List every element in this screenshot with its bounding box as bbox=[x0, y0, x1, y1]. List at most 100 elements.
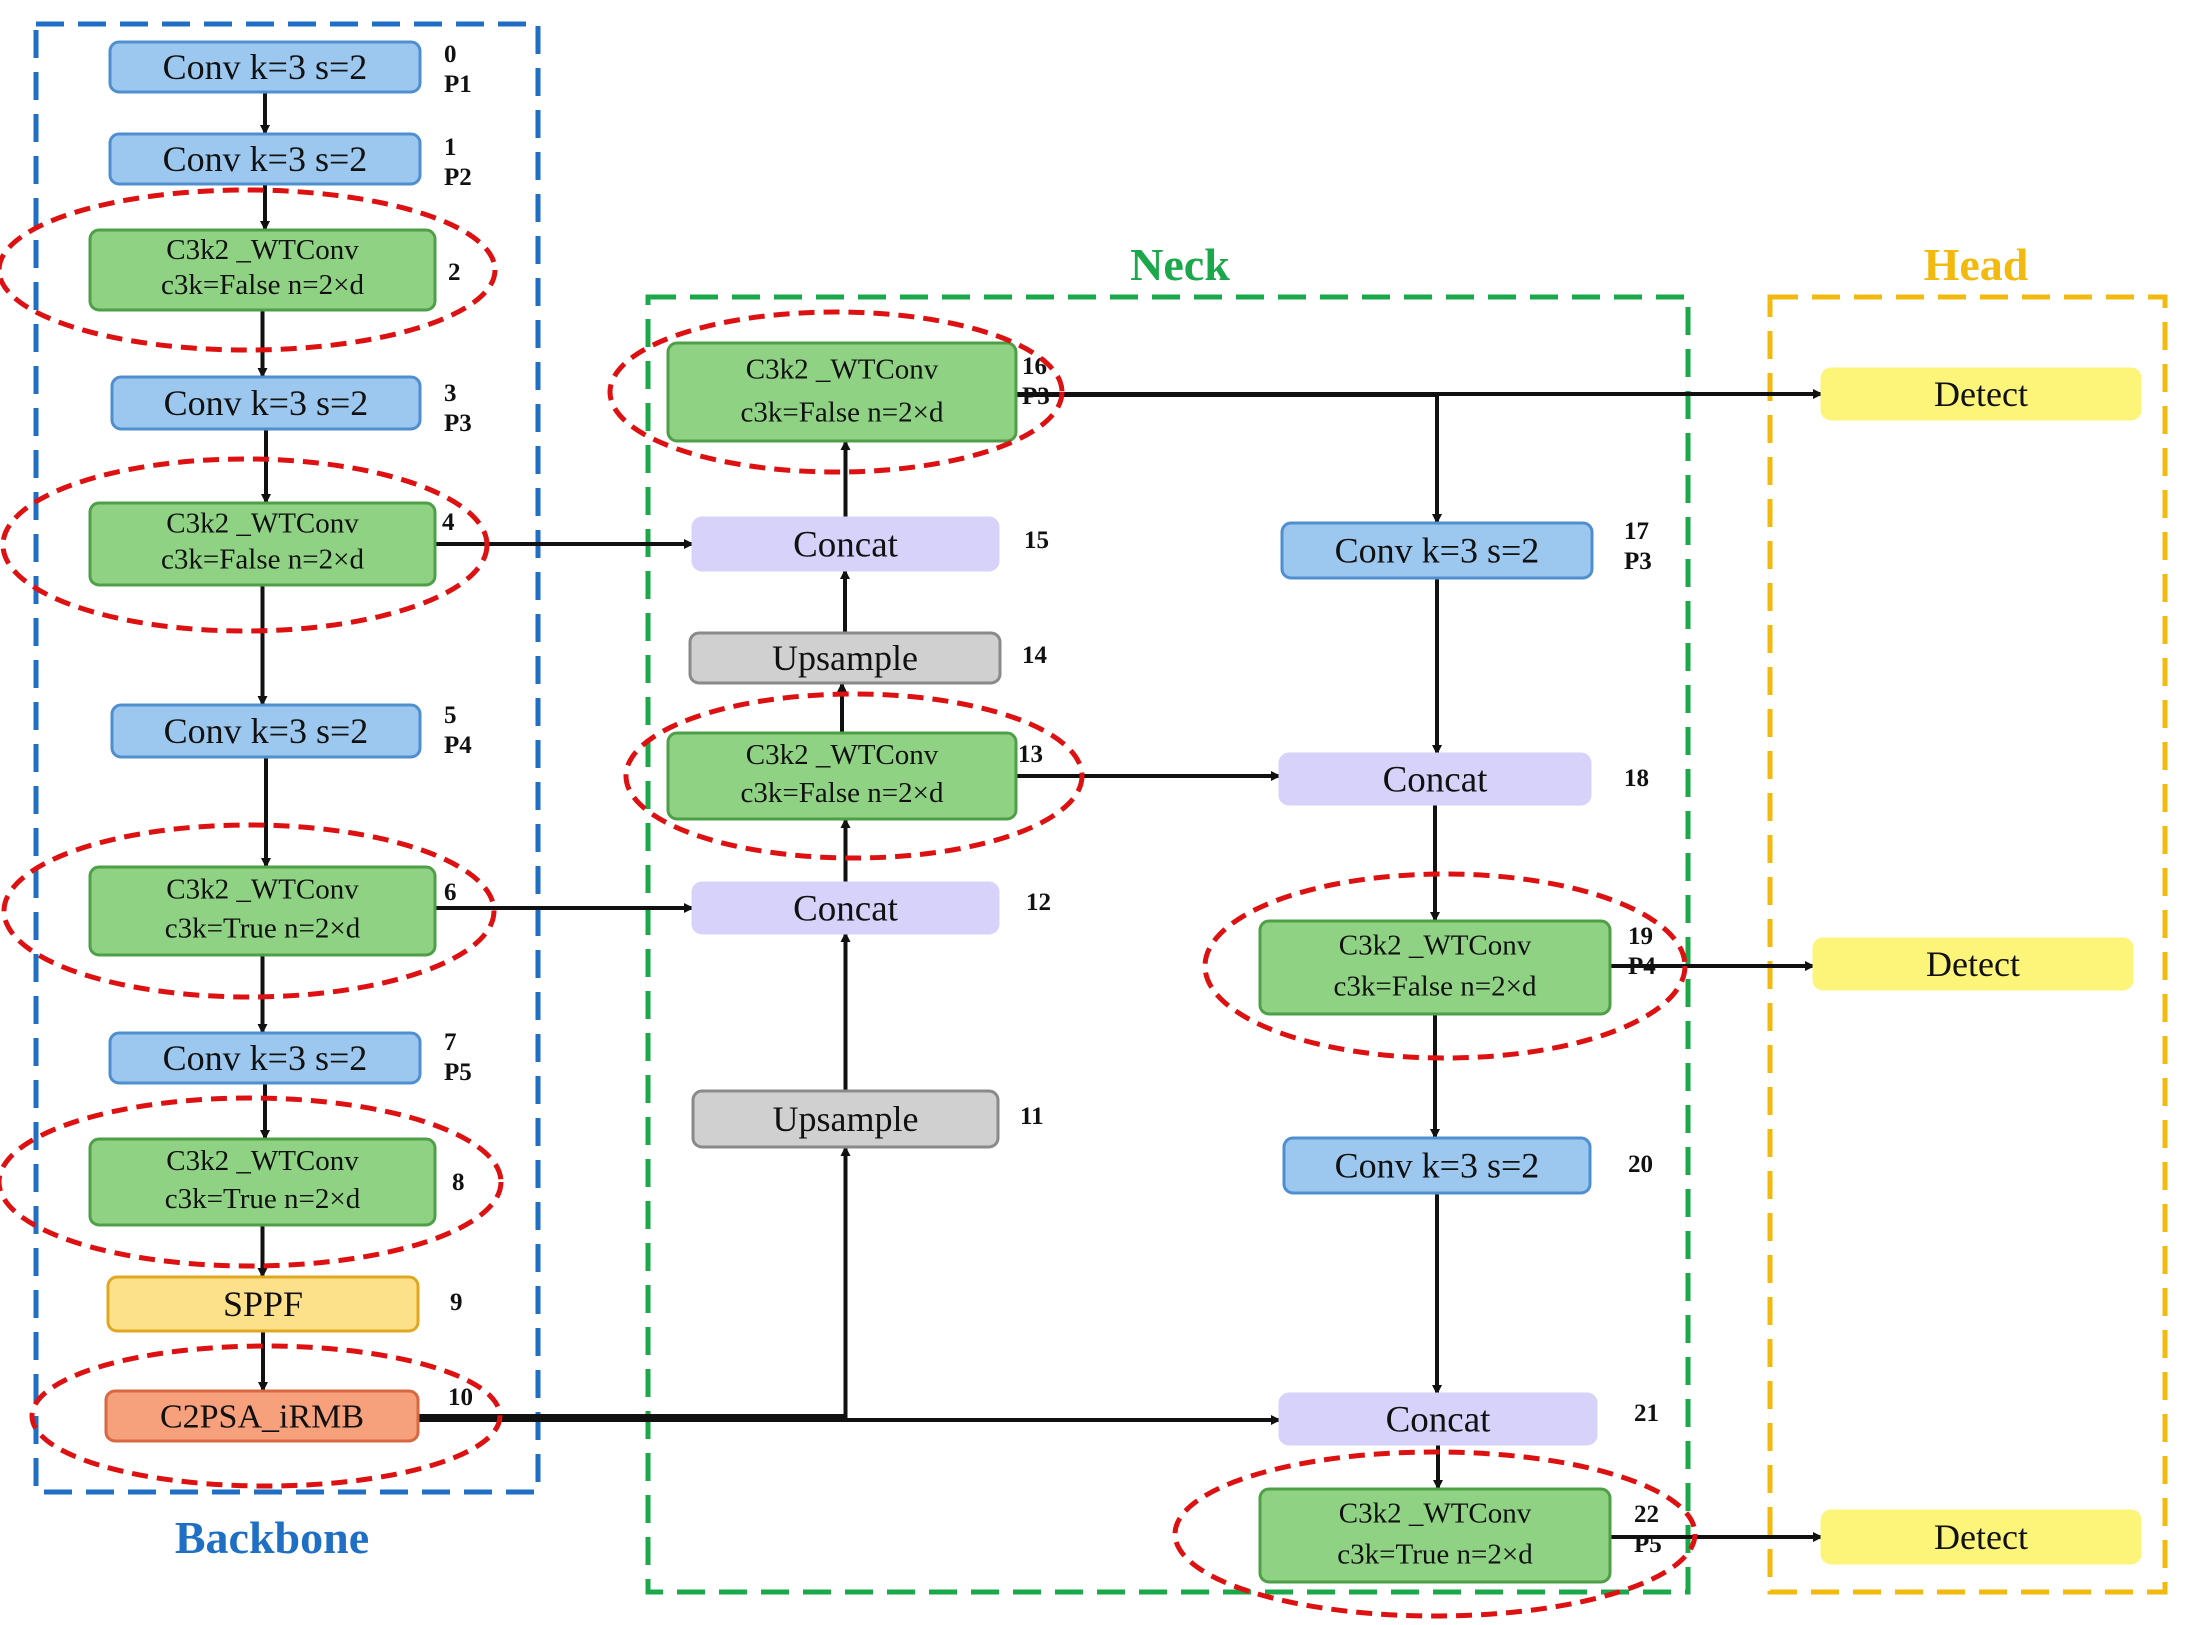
detect-box bbox=[1820, 1509, 2142, 1565]
pyramid-level: P3 bbox=[1022, 383, 1050, 410]
c3k2-label-line-1: c3k=True n=2×d bbox=[165, 1183, 361, 1215]
upsample-box bbox=[688, 631, 1002, 685]
c3k2-label-line-0: C3k2 _WTConv bbox=[746, 739, 939, 771]
conv-box bbox=[108, 132, 422, 186]
layer-index: 1 bbox=[444, 134, 457, 161]
c2psa-label-line-0: C2PSA_iRMB bbox=[160, 1399, 364, 1436]
layer-index: 2 bbox=[448, 259, 461, 286]
pyramid-level: P4 bbox=[1628, 953, 1656, 980]
detect-label-line-0: Detect bbox=[1934, 1517, 2028, 1557]
highlight-ellipse-n4 bbox=[0, 456, 490, 634]
c3k2-label-line-0: C3k2 _WTConv bbox=[746, 353, 939, 385]
c3k2-label-line-1: c3k=True n=2×d bbox=[165, 912, 361, 944]
c3k2-box bbox=[88, 228, 437, 312]
layer-index: 17 bbox=[1624, 518, 1649, 545]
block-n21: Concat 21 bbox=[1278, 1392, 1659, 1446]
c3k2-label-line-1: c3k=False n=2×d bbox=[161, 269, 364, 301]
detect-box bbox=[1812, 937, 2134, 991]
c3k2-label-line-0: C3k2 _WTConv bbox=[166, 1145, 359, 1177]
concat-box bbox=[691, 881, 1000, 935]
highlight-ellipse-n16 bbox=[607, 309, 1065, 475]
layer-index: 18 bbox=[1624, 765, 1649, 792]
upsample-label-line-0: Upsample bbox=[772, 638, 918, 678]
pyramid-level: P1 bbox=[444, 71, 472, 98]
layer-index: 7 bbox=[444, 1029, 457, 1056]
c3k2-label-line-1: c3k=True n=2×d bbox=[1337, 1538, 1533, 1570]
concat-label-line-0: Concat bbox=[793, 525, 899, 566]
concat-box bbox=[1278, 752, 1592, 806]
highlight-ellipse-n2 bbox=[0, 187, 498, 353]
upsample-box bbox=[691, 1089, 1000, 1149]
concat-box bbox=[691, 516, 1000, 572]
block-n11: Upsample 11 bbox=[691, 1089, 1044, 1149]
layer-index: 19 bbox=[1628, 923, 1653, 950]
pyramid-level: P5 bbox=[444, 1059, 472, 1086]
highlight-ellipse-n13 bbox=[623, 691, 1085, 861]
conv-label-line-0: Conv k=3 s=2 bbox=[164, 711, 369, 751]
layer-index: 11 bbox=[1020, 1103, 1044, 1130]
c3k2-label-line-1: c3k=False n=2×d bbox=[741, 396, 944, 428]
layer-index: 14 bbox=[1022, 642, 1048, 669]
backbone-frame bbox=[33, 21, 541, 1495]
c3k2-box bbox=[1258, 1487, 1612, 1584]
highlight-ellipse-n19 bbox=[1202, 871, 1688, 1061]
pyramid-level: P2 bbox=[444, 164, 472, 191]
c3k2-box bbox=[88, 1137, 437, 1227]
layer-index: 21 bbox=[1634, 1400, 1659, 1427]
upsample-label-line-0: Upsample bbox=[773, 1099, 919, 1139]
layer-index: 5 bbox=[444, 702, 457, 729]
layer-index: 20 bbox=[1628, 1151, 1653, 1178]
connection-arrows bbox=[257, 92, 1823, 1542]
conv-box bbox=[110, 703, 422, 759]
arrow-n10-n11 bbox=[418, 1146, 851, 1418]
conv-box bbox=[110, 375, 422, 431]
conv-label-line-0: Conv k=3 s=2 bbox=[163, 139, 368, 179]
c3k2-label-line-0: C3k2 _WTConv bbox=[166, 234, 359, 266]
block-n14: Upsample 14 bbox=[688, 631, 1048, 685]
layer-index: 4 bbox=[442, 509, 455, 536]
c3k2-label-line-0: C3k2 _WTConv bbox=[1339, 1497, 1532, 1529]
layer-index: 6 bbox=[444, 879, 457, 906]
neck-frame bbox=[645, 294, 1691, 1595]
detect-label-line-0: Detect bbox=[1926, 944, 2020, 984]
c3k2-box bbox=[666, 341, 1018, 443]
layer-index: 12 bbox=[1026, 889, 1051, 916]
detect-box bbox=[1820, 367, 2142, 421]
layer-index: 3 bbox=[444, 380, 457, 407]
c3k2-box bbox=[666, 731, 1018, 821]
sppf-label-line-0: SPPF bbox=[223, 1284, 303, 1324]
c3k2-box bbox=[1258, 919, 1612, 1016]
c3k2-label-line-0: C3k2 _WTConv bbox=[166, 874, 359, 906]
concat-label-line-0: Concat bbox=[1386, 1400, 1492, 1441]
neck-title: Neck bbox=[1130, 239, 1230, 290]
concat-label-line-0: Concat bbox=[793, 889, 899, 930]
c3k2-label-line-1: c3k=False n=2×d bbox=[741, 777, 944, 809]
block-n12: Concat 12 bbox=[691, 881, 1051, 935]
layer-index: 0 bbox=[444, 41, 457, 68]
concat-label-line-0: Concat bbox=[1383, 760, 1489, 801]
highlight-ellipses bbox=[0, 187, 1698, 1619]
head-frame bbox=[1767, 294, 2168, 1595]
concat-box bbox=[1278, 1392, 1598, 1446]
c3k2-box bbox=[88, 501, 437, 587]
c3k2-label-line-0: C3k2 _WTConv bbox=[166, 508, 359, 540]
c2psa-box bbox=[104, 1389, 420, 1443]
conv-box bbox=[1280, 521, 1594, 580]
layer-index: 13 bbox=[1018, 741, 1043, 768]
conv-label-line-0: Conv k=3 s=2 bbox=[1335, 531, 1540, 571]
highlight-ellipse-n22 bbox=[1172, 1449, 1698, 1619]
pyramid-level: P4 bbox=[444, 732, 472, 759]
